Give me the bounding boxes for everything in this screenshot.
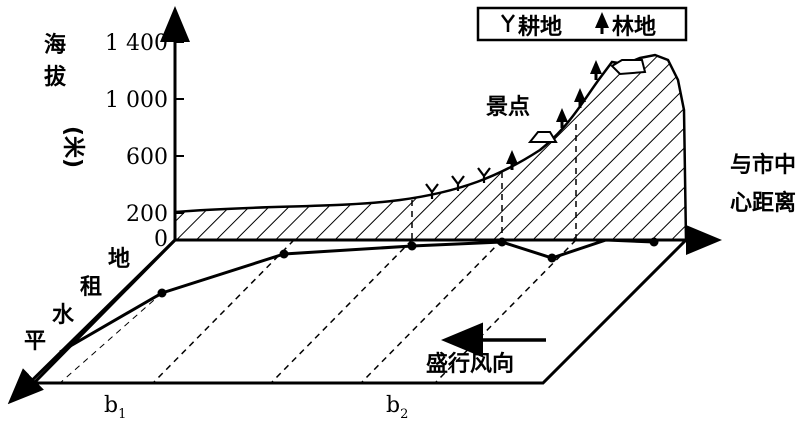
ytick-label-1000: 1 000 [105, 88, 168, 113]
ylabel-char-1: 海 [44, 32, 66, 58]
legend-forest-label: 林地 [612, 15, 656, 40]
ytick-label-1400: 1 400 [105, 31, 168, 56]
terrain-profile [173, 53, 688, 242]
cropland-icons [425, 167, 491, 199]
rent-point-1 [157, 288, 167, 298]
tree-legend-icon [595, 12, 609, 34]
rent-label-char-1: 地 [108, 247, 130, 272]
rent-label-char-4: 平 [24, 329, 46, 354]
scenic-spot-house [527, 131, 558, 143]
rent-curve [59, 238, 655, 354]
rent-label-char-3: 水 [52, 303, 75, 328]
rent-point-3 [407, 241, 417, 251]
ytick-label-600: 600 [126, 145, 168, 170]
b2-label: b2 [386, 393, 408, 422]
rent-point-4 [497, 237, 507, 247]
rent-point-5 [547, 253, 557, 263]
rent-label-char-2: 租 [80, 275, 102, 300]
summit-hut [610, 59, 647, 76]
cropland-legend-icon [501, 14, 515, 32]
xlabel-line-2: 心距离 [730, 190, 796, 216]
scenic-spot-label: 景点 [486, 94, 530, 120]
legend-box [476, 6, 688, 42]
dash-d4 [360, 239, 503, 384]
xlabel-line-1: 与市中 [730, 152, 796, 178]
dash-d1 [33, 239, 176, 384]
rent-axis [7, 238, 177, 405]
ylabel-char-2: 拔 [44, 64, 67, 90]
dash-d5 [434, 239, 577, 384]
ytick-label-200: 200 [126, 202, 168, 227]
rent-point-6 [649, 237, 659, 247]
legend-cropland-label: 耕地 [518, 14, 562, 40]
dash-d2 [152, 239, 295, 384]
rent-point-2 [279, 249, 289, 259]
dash-d6 [59, 292, 163, 384]
ytick-label-0: 0 [154, 227, 168, 252]
b1-label: b1 [104, 393, 126, 422]
dash-d3 [270, 239, 413, 384]
forest-icons [506, 60, 602, 170]
wind-label: 盛行风向 [426, 351, 514, 377]
ylabel-char-3: (米) [60, 126, 85, 168]
